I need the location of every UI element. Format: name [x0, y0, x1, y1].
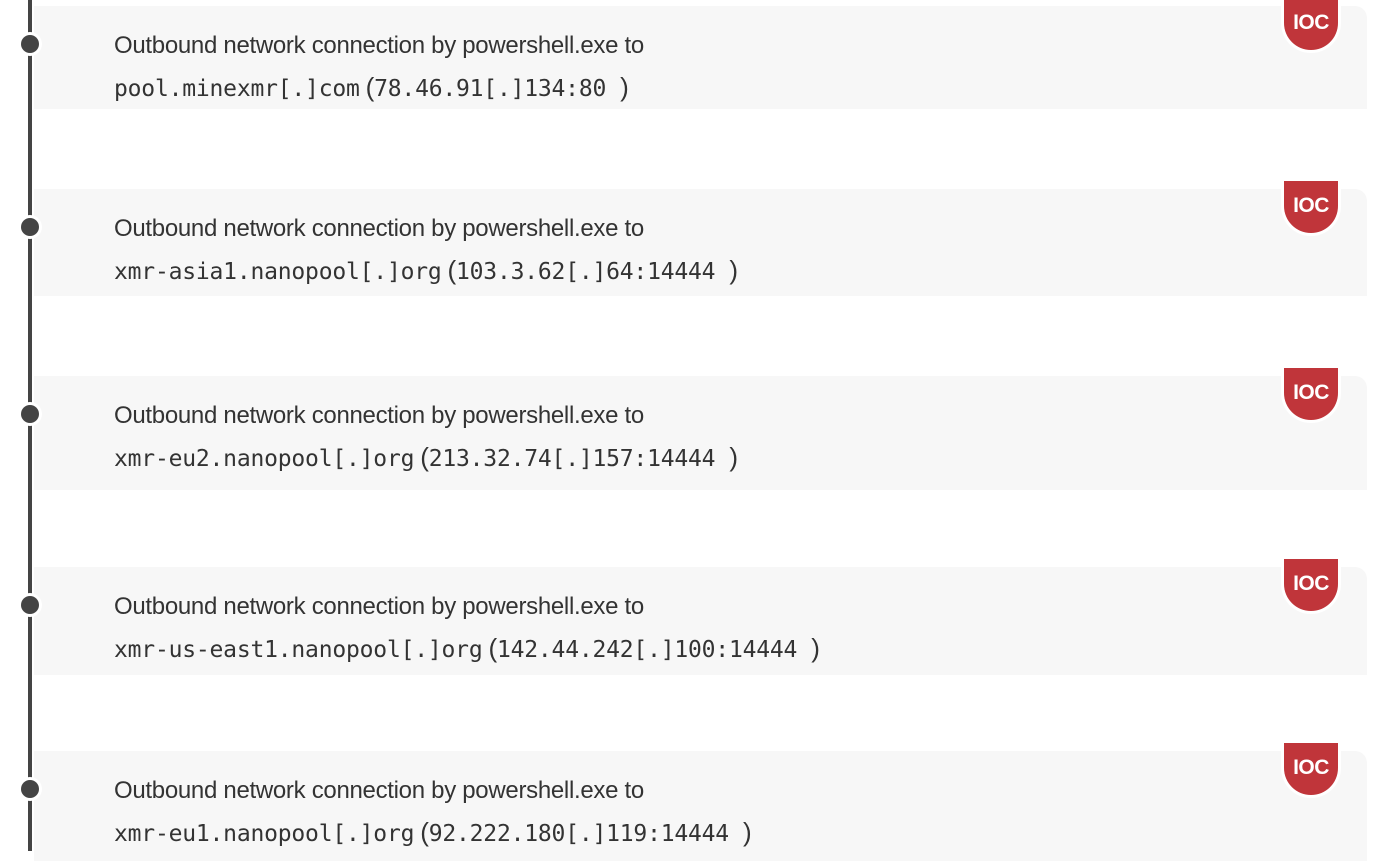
event-target: pool.minexmr[.]com(78.46.91[.]134:80)	[114, 72, 629, 103]
close-paren: )	[811, 633, 820, 663]
event-ip-port: 213.32.74[.]157:14444	[428, 446, 716, 472]
ioc-badge[interactable]: IOC	[1281, 368, 1341, 423]
timeline-event-card[interactable]: Outbound network connection by powershel…	[34, 743, 1367, 861]
event-target: xmr-us-east1.nanopool[.]org(142.44.242[.…	[114, 633, 820, 664]
ioc-badge[interactable]: IOC	[1281, 0, 1341, 53]
event-ip-port: 142.44.242[.]100:14444	[496, 637, 798, 663]
timeline-dot-icon	[21, 405, 39, 423]
timeline-dot-icon	[21, 596, 39, 614]
event-title: Outbound network connection by powershel…	[114, 32, 644, 59]
event-host: pool.minexmr[.]com	[114, 76, 360, 102]
open-paren: (	[420, 442, 429, 472]
event-host: xmr-us-east1.nanopool[.]org	[114, 637, 483, 663]
timeline-line	[28, 0, 32, 851]
event-target: xmr-asia1.nanopool[.]org(103.3.62[.]64:1…	[114, 255, 738, 286]
event-host: xmr-eu2.nanopool[.]org	[114, 446, 415, 472]
ioc-badge[interactable]: IOC	[1281, 181, 1341, 236]
ioc-badge[interactable]: IOC	[1281, 743, 1341, 798]
event-ip-port: 103.3.62[.]64:14444	[456, 259, 716, 285]
close-paren: )	[620, 72, 629, 102]
timeline-event-card[interactable]: Outbound network connection by powershel…	[34, 559, 1367, 675]
event-target: xmr-eu2.nanopool[.]org(213.32.74[.]157:1…	[114, 442, 738, 473]
open-paren: (	[488, 633, 497, 663]
event-ip-port: 78.46.91[.]134:80	[374, 76, 607, 102]
timeline-event-card[interactable]: Outbound network connection by powershel…	[34, 0, 1367, 109]
timeline-event-card[interactable]: Outbound network connection by powershel…	[34, 368, 1367, 490]
timeline-dot-icon	[21, 780, 39, 798]
event-title: Outbound network connection by powershel…	[114, 402, 644, 429]
timeline-dot-icon	[21, 35, 39, 53]
event-host: xmr-eu1.nanopool[.]org	[114, 821, 415, 847]
timeline-dot-icon	[21, 218, 39, 236]
event-title: Outbound network connection by powershel…	[114, 215, 644, 242]
event-ip-port: 92.222.180[.]119:14444	[428, 821, 729, 847]
close-paren: )	[729, 442, 738, 472]
close-paren: )	[742, 817, 752, 847]
open-paren: (	[447, 255, 457, 285]
event-target: xmr-eu1.nanopool[.]org(92.222.180[.]119:…	[114, 817, 752, 848]
event-title: Outbound network connection by powershel…	[114, 593, 644, 620]
open-paren: (	[365, 72, 375, 102]
open-paren: (	[420, 817, 429, 847]
close-paren: )	[729, 255, 738, 285]
timeline-event-card[interactable]: Outbound network connection by powershel…	[34, 181, 1367, 296]
event-host: xmr-asia1.nanopool[.]org	[114, 259, 442, 285]
event-title: Outbound network connection by powershel…	[114, 777, 644, 804]
ioc-badge[interactable]: IOC	[1281, 559, 1341, 614]
